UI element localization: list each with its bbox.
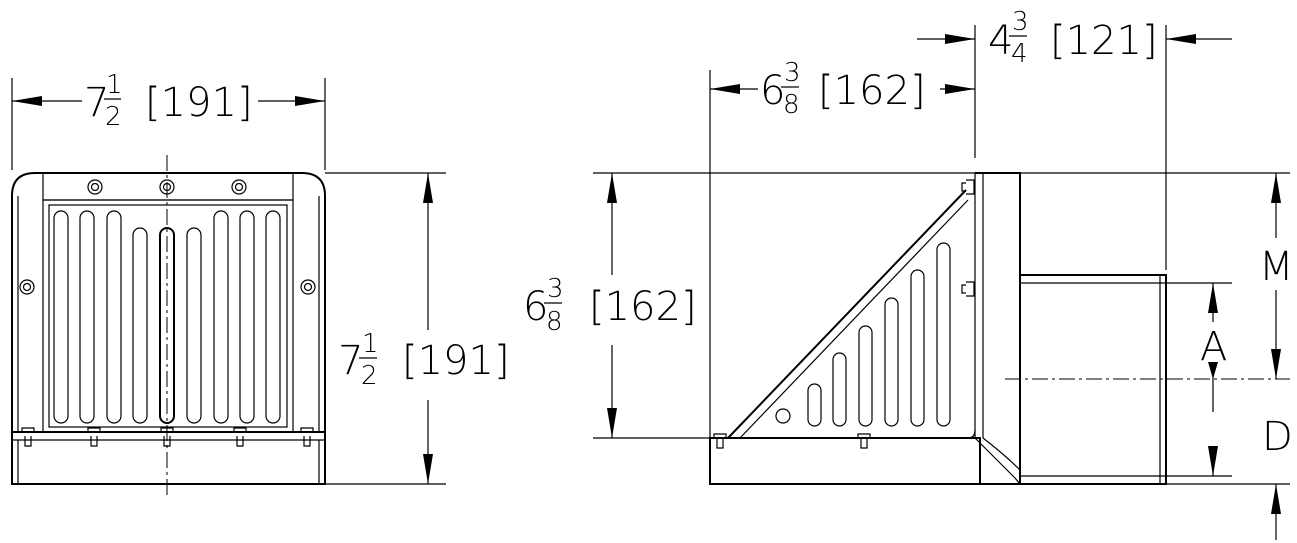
label-d: D [1262,414,1293,460]
side-slots [775,242,951,427]
side-slot [910,269,925,427]
outlet-width-whole: 4 [988,18,1013,64]
front-width-denominator: 2 [105,102,122,132]
side-height-whole: 6 [523,284,548,330]
d-dimension: D [1166,379,1293,540]
grate-slot [132,227,148,424]
side-height-dimension: 6 3 8 [162] [523,172,975,439]
side-depth-dimension: 6 3 8 [162] [709,25,976,438]
side-depth-metric: [162] [818,68,926,114]
front-height-whole: 7 [338,338,363,384]
side-slot [832,352,847,427]
outlet-width-dimension: 4 3 4 [121] [917,7,1232,270]
side-slot [884,297,899,427]
screw-icon [300,279,316,295]
top-screw-bar [42,172,294,201]
grate-slot [159,227,175,424]
side-slot [936,242,951,427]
side-height-metric: [162] [589,284,697,330]
grate-slot [53,210,69,424]
m-dimension: M [1020,172,1294,379]
front-view: 7 1 2 [191] 7 1 2 [191] [11,70,510,498]
front-height-metric: [191] [402,338,510,384]
front-width-numerator: 1 [106,70,123,100]
side-grate-face [727,189,967,439]
side-height-denominator: 8 [546,307,563,337]
outlet-width-denominator: 4 [1011,39,1028,69]
side-height-numerator: 3 [547,274,564,304]
outlet-width-metric: [121] [1050,18,1158,64]
side-clips [713,179,975,449]
label-a: A [1200,324,1227,370]
label-m: M [1259,244,1294,290]
side-drain-hole [775,408,791,424]
front-base [11,431,326,485]
side-depth-denominator: 8 [783,90,800,120]
screw-icon [87,179,103,195]
grate-slot [186,227,202,424]
grate-slot [79,210,95,424]
a-dimension: A [1166,282,1232,379]
grate-slot [106,210,122,424]
front-width-whole: 7 [84,80,109,126]
side-base [709,437,981,485]
outlet-width-numerator: 3 [1012,7,1029,37]
front-body-outline [11,172,326,433]
side-depth-numerator: 3 [784,58,801,88]
grate-slot [213,210,229,424]
grate-slots [53,210,281,424]
side-slot [858,325,873,427]
front-width-dimension: 7 1 2 [191] [11,70,326,170]
grate-slot [265,210,281,424]
front-width-metric: [191] [145,80,253,126]
front-height-denominator: 2 [361,361,378,391]
front-height-numerator: 1 [362,329,379,359]
side-slot [807,383,822,427]
screw-icon [231,179,247,195]
side-depth-whole: 6 [760,68,785,114]
side-back-plate [975,172,1021,485]
side-view: 6 3 8 [162] 6 3 8 [162] 4 [523,7,1294,540]
grate-slot [239,210,255,424]
front-height-dimension: 7 1 2 [191] [325,172,510,485]
screw-icon [19,279,35,295]
